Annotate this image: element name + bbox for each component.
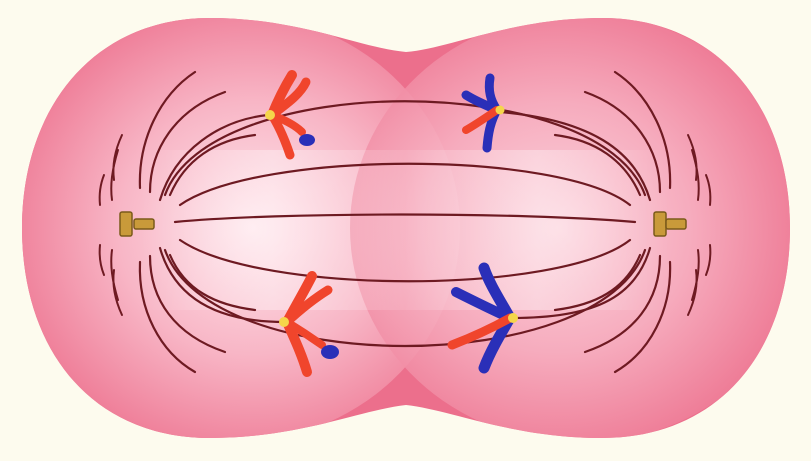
cell-division-illustration <box>0 0 811 461</box>
cell-diagram-svg <box>0 0 811 461</box>
